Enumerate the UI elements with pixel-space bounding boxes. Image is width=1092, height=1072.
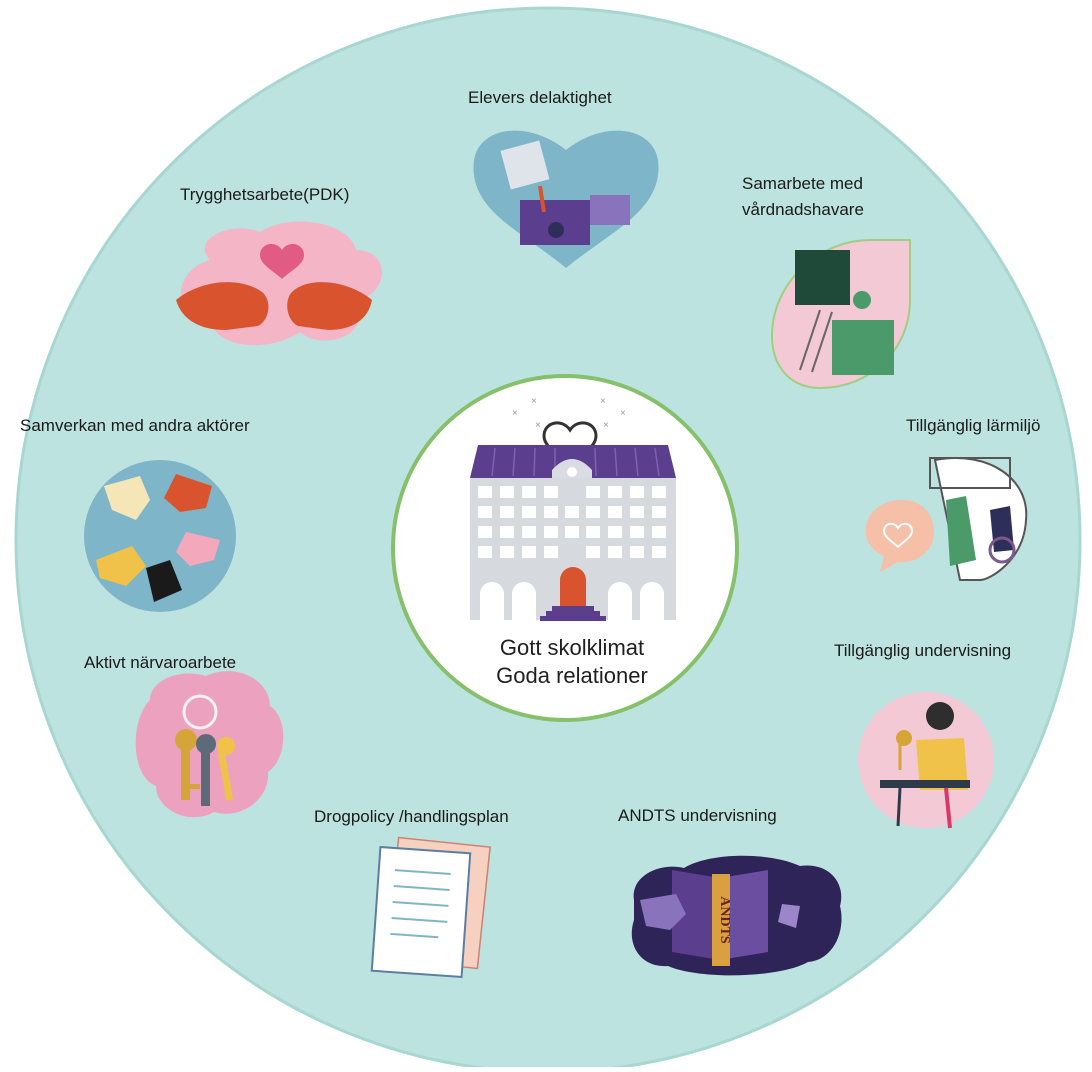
svg-text:×: ×: [603, 420, 609, 431]
label-drogpolicy: Drogpolicy /handlingsplan: [314, 807, 509, 826]
learning-environment-icon: [865, 457, 1028, 581]
svg-text:×: ×: [512, 408, 518, 419]
label-samarbete-line2: vårdnadshavare: [742, 200, 864, 219]
label-samarbete-line1: Samarbete med: [742, 174, 863, 193]
label-tillganglig-larmiljo: Tillgänglig lärmiljö: [906, 416, 1041, 435]
label-samverkan: Samverkan med andra aktörer: [20, 416, 250, 435]
book-icon: ANDTS: [631, 855, 842, 976]
label-elevers-delaktighet: Elevers delaktighet: [468, 88, 612, 107]
svg-text:×: ×: [620, 408, 626, 419]
center-title-line2: Goda relationer: [496, 663, 648, 688]
school-building-icon: × × × × × ×: [470, 396, 676, 621]
svg-text:×: ×: [600, 396, 606, 407]
documents-icon: [370, 836, 491, 979]
building-windows: [478, 486, 666, 620]
center-title-line1: Gott skolklimat: [499, 635, 645, 660]
svg-text:×: ×: [535, 420, 541, 431]
label-aktivt-narvaroarbete: Aktivt närvaroarbete: [84, 653, 237, 672]
studying-person-icon: [858, 692, 994, 829]
label-tillganglig-undervisning: Tillgänglig undervisning: [834, 641, 1012, 660]
keys-icon: [135, 671, 284, 818]
joined-hands-icon: [84, 460, 236, 612]
book-spine-text: ANDTS: [717, 896, 732, 944]
label-trygghetsarbete: Trygghetsarbete(PDK): [180, 185, 350, 204]
label-andts-undervisning: ANDTS undervisning: [618, 806, 777, 825]
puzzle-cooperation-icon: [770, 239, 911, 390]
caring-hands-icon: [176, 221, 383, 346]
puzzle-heart-icon: [473, 130, 659, 268]
svg-text:×: ×: [531, 396, 537, 407]
